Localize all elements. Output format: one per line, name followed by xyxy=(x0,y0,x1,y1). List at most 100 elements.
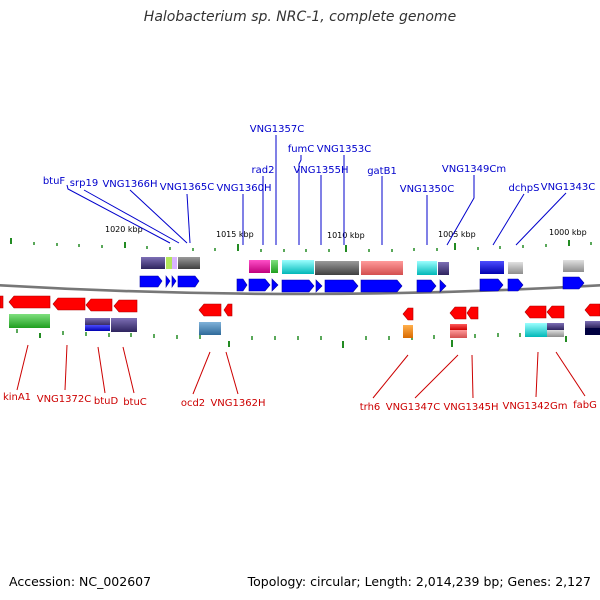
lower-tick-marks xyxy=(16,329,590,348)
gene-label: VNG1360H xyxy=(216,183,271,194)
reverse-gene-arrows xyxy=(0,295,600,321)
cog-box xyxy=(141,257,165,269)
gene-arrow xyxy=(562,276,585,290)
cog-box xyxy=(563,260,584,272)
leader-line xyxy=(129,189,188,244)
scale-label: 1010 kbp xyxy=(327,231,365,240)
cog-box xyxy=(9,314,50,328)
cog-box xyxy=(166,257,172,269)
gene-label: VNG1347C xyxy=(386,402,441,413)
reverse-leader-lines xyxy=(16,344,586,399)
gene-arrow xyxy=(507,278,524,292)
gene-label: fumC xyxy=(288,144,315,155)
leader-line xyxy=(66,184,171,244)
gene-label: fabG xyxy=(573,400,597,411)
cog-box xyxy=(585,328,600,335)
cog-box xyxy=(85,318,110,326)
gene-arrow xyxy=(479,278,504,292)
cog-box xyxy=(271,260,278,273)
gene-label: kinA1 xyxy=(3,392,31,403)
gene-arrow xyxy=(139,275,163,288)
gene-label: VNG1372C xyxy=(37,394,92,405)
leader-line xyxy=(122,346,135,394)
leader-line xyxy=(192,351,211,395)
leader-line xyxy=(414,354,459,399)
gene-label: gatB1 xyxy=(367,166,397,177)
cog-box xyxy=(282,260,314,274)
gene-label: btuC xyxy=(123,397,147,408)
gene-label: VNG1350C xyxy=(400,184,455,195)
gene-label: ocd2 xyxy=(181,398,205,409)
leader-line xyxy=(492,193,525,246)
leader-line xyxy=(225,351,239,395)
leader-line xyxy=(535,351,539,398)
leader-line xyxy=(16,344,29,391)
gene-arrow xyxy=(360,279,403,293)
cog-box xyxy=(525,323,547,337)
cog-box xyxy=(547,323,564,330)
gene-arrow xyxy=(198,303,222,317)
reverse-cog-boxes xyxy=(9,314,600,338)
gene-arrow xyxy=(248,278,271,292)
forward-gene-arrows xyxy=(139,275,585,293)
gene-arrow xyxy=(439,279,447,293)
genome-summary-text: Topology: circular; Length: 2,014,239 bp… xyxy=(247,574,591,589)
gene-label: btuD xyxy=(94,396,119,407)
gene-arrow xyxy=(165,275,171,288)
upper-tick-marks xyxy=(10,238,592,252)
gene-arrow xyxy=(0,295,4,309)
cog-box xyxy=(417,261,437,275)
cog-box xyxy=(547,330,564,337)
gene-arrow xyxy=(524,305,547,319)
gene-label: srp19 xyxy=(70,178,98,189)
gene-arrow xyxy=(85,298,113,312)
cog-box xyxy=(508,262,523,274)
scale-label: 1005 kbp xyxy=(438,230,476,239)
leader-line xyxy=(97,346,106,394)
gene-arrow xyxy=(584,303,600,317)
gene-arrow xyxy=(177,275,200,288)
gene-arrow xyxy=(315,279,323,293)
gene-arrow xyxy=(271,278,279,292)
gene-label: trh6 xyxy=(360,402,381,413)
cog-box xyxy=(199,322,221,335)
gene-arrow xyxy=(113,299,138,313)
gene-label: VNG1349Cm xyxy=(442,164,506,175)
gene-arrow xyxy=(52,297,86,311)
gene-arrow xyxy=(416,279,437,293)
gene-arrow xyxy=(546,305,565,319)
gene-label: VNG1342Gm xyxy=(502,401,567,412)
gene-arrow xyxy=(402,307,414,321)
gene-label: VNG1362H xyxy=(210,398,265,409)
gene-label: VNG1355H xyxy=(293,165,348,176)
gene-label: VNG1365C xyxy=(160,182,215,193)
forward-cog-boxes xyxy=(141,257,584,275)
cog-box xyxy=(480,261,504,274)
leader-line xyxy=(515,192,567,246)
gene-label: VNG1366H xyxy=(102,179,157,190)
scale-label: 1015 kbp xyxy=(216,230,254,239)
cog-box xyxy=(178,257,200,269)
cog-box xyxy=(438,262,449,275)
scale-label: 1020 kbp xyxy=(105,225,143,234)
leader-line xyxy=(64,344,68,391)
cog-box xyxy=(403,325,413,338)
cog-box xyxy=(361,261,403,275)
gene-label: VNG1353C xyxy=(317,144,372,155)
forward-leader-lines xyxy=(66,135,567,246)
cog-box xyxy=(450,324,467,330)
leader-line xyxy=(446,175,475,246)
gene-label: VNG1357C xyxy=(250,124,305,135)
genome-title: Halobacterium sp. NRC-1, complete genome xyxy=(143,9,457,25)
gene-label: VNG1343C xyxy=(541,182,596,193)
gene-arrow xyxy=(449,306,467,320)
cog-box xyxy=(315,261,359,275)
accession-text: Accession: NC_002607 xyxy=(9,574,152,589)
leader-line xyxy=(471,354,474,399)
cog-box xyxy=(450,330,467,338)
leader-line xyxy=(186,193,191,244)
leader-line xyxy=(83,189,180,244)
gene-label: dchpS xyxy=(509,183,540,194)
gene-arrow xyxy=(236,278,248,292)
